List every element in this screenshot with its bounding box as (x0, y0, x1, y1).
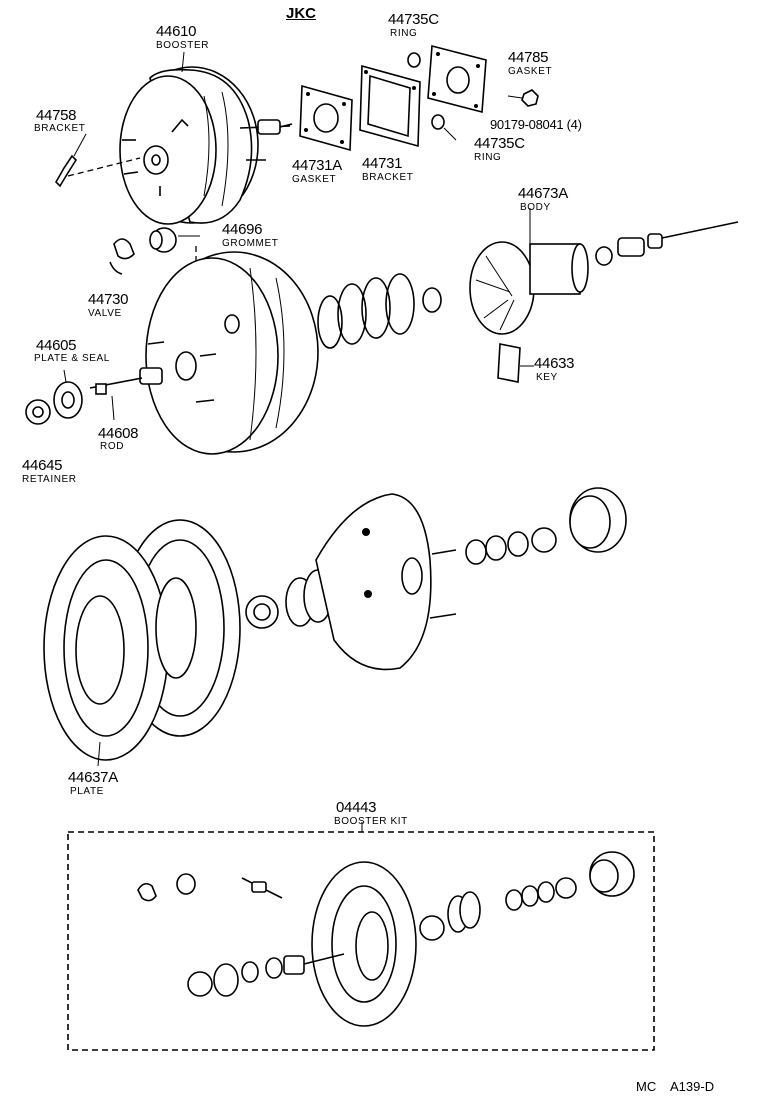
part-number-44731a: 44731A (292, 157, 342, 174)
part-number-44645: 44645 (22, 457, 63, 474)
part-name-booster-kit: BOOSTER KIT (334, 816, 408, 827)
part-name-ring-bottom: RING (474, 152, 502, 163)
part-number-44735c-bottom: 44735C (474, 135, 525, 152)
part-name-plate-seal: PLATE & SEAL (34, 353, 110, 364)
part-name-key: KEY (536, 372, 558, 383)
part-name-bracket-44758: BRACKET (34, 123, 86, 134)
booster-kit-box-drawing (67, 822, 655, 1051)
part-name-bracket-44731: BRACKET (362, 172, 414, 183)
part-number-44637a: 44637A (68, 769, 118, 786)
part-number-44608: 44608 (98, 425, 139, 442)
part-number-04443: 04443 (336, 799, 377, 816)
part-number-44633: 44633 (534, 355, 575, 372)
booster-44610-drawing (55, 51, 293, 225)
part-name-grommet: GROMMET (222, 238, 279, 249)
part-name-booster: BOOSTER (156, 40, 210, 51)
part-name-rod: ROD (100, 441, 125, 452)
part-number-44730: 44730 (88, 291, 129, 308)
booster-shell-drawing (25, 251, 319, 455)
part-number-44696: 44696 (222, 221, 263, 238)
part-number-44673a: 44673A (518, 185, 568, 202)
part-number-44610: 44610 (156, 23, 197, 40)
part-number-90179-08041: 90179-08041 (4) (490, 117, 582, 132)
part-name-gasket-44785: GASKET (508, 66, 553, 77)
part-name-plate: PLATE (70, 786, 104, 797)
plate-shell-drawing (43, 519, 241, 767)
diagram-header: JKC (286, 5, 317, 22)
footer-code-left: MC (636, 1079, 657, 1094)
gasket-bracket-stack-drawing (299, 44, 539, 152)
part-number-44735c-top: 44735C (388, 11, 439, 28)
part-name-gasket-44731a: GASKET (292, 174, 337, 185)
footer-code-right: A139-D (670, 1079, 715, 1094)
part-name-retainer: RETAINER (22, 474, 77, 485)
part-name-body: BODY (520, 202, 551, 213)
part-number-44731: 44731 (362, 155, 403, 172)
diaphragm-plate-drawing (245, 487, 627, 671)
spring-body-key-drawing (317, 208, 739, 383)
part-name-ring-top: RING (390, 28, 418, 39)
part-number-44605: 44605 (36, 337, 77, 354)
part-number-44758: 44758 (36, 107, 77, 124)
valve-grommet-drawing (109, 227, 224, 323)
part-number-44785: 44785 (508, 49, 549, 66)
part-name-valve: VALVE (88, 308, 122, 319)
